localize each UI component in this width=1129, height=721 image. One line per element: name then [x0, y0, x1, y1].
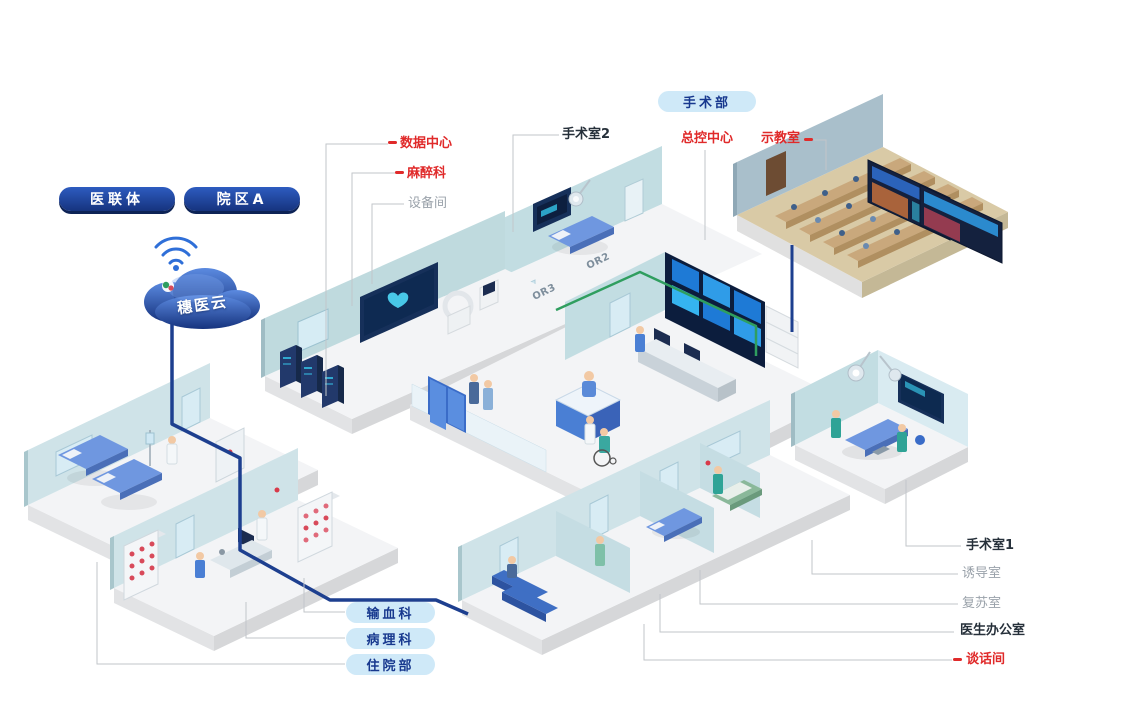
pill-pathology[interactable]: 病理科 [346, 628, 435, 649]
iv-stand [145, 430, 155, 466]
hospital-bed [92, 459, 162, 510]
label-or-room2: 手术室2 [562, 127, 611, 142]
seated-technician [195, 552, 205, 578]
badge-medical-alliance[interactable]: 医联体 [59, 187, 175, 211]
leader-or1 [905, 480, 961, 547]
server-rack [301, 355, 323, 398]
demo-room-door [766, 151, 786, 196]
leader-induction [811, 540, 958, 575]
leader-anesthesiology [351, 172, 395, 306]
leader-blood [303, 578, 345, 613]
demo-room-building [733, 94, 1008, 298]
waiting-bench [492, 556, 558, 622]
c-arm-machine [442, 290, 474, 335]
server-rack [280, 345, 302, 388]
badge-campus-a[interactable]: 院区A [184, 187, 300, 211]
leader-pathology [245, 602, 345, 639]
reception-desk [554, 371, 622, 442]
or1-building [791, 350, 968, 504]
control-room [565, 252, 799, 402]
label-talk-room: 谈话间 [966, 652, 1006, 667]
or1-screen [898, 372, 944, 424]
standing-visitors [469, 374, 493, 410]
leader-doctor-office [659, 594, 954, 633]
label-or-room1: 手术室1 [966, 538, 1015, 553]
label-doctor-office: 医生办公室 [960, 623, 1026, 638]
network-backbone [170, 245, 794, 616]
nurse-figure [595, 536, 605, 566]
operating-bed [548, 216, 614, 255]
label-equipment-room: 设备间 [408, 196, 448, 211]
partition-wall [556, 511, 630, 593]
pill-blood-transfusion[interactable]: 输血科 [346, 602, 435, 623]
window [297, 308, 329, 353]
green-link [555, 270, 758, 356]
label-demo-room: 示教室 [761, 131, 801, 146]
anesthesia-screen [360, 262, 438, 343]
monitor-cart [479, 279, 499, 311]
pill-surgery-dept[interactable]: 手术部 [658, 91, 756, 112]
surgical-light [847, 351, 902, 382]
leader-recovery [699, 570, 958, 605]
cloud-icon[interactable] [144, 268, 260, 329]
or-monitor [533, 187, 571, 232]
control-console [635, 326, 736, 402]
operating-table [842, 419, 908, 460]
blood-bag-shelf [123, 529, 166, 601]
recovery-band-building [458, 400, 850, 655]
label-data-center: 数据中心 [400, 136, 453, 151]
leader-demo-room [814, 139, 827, 170]
server-rack [322, 365, 344, 408]
leader-inpatient [96, 562, 345, 665]
wifi-icon [154, 236, 198, 271]
nurse-figure [166, 436, 178, 465]
lab-desk [210, 528, 272, 578]
wheelchair-patient [584, 416, 617, 467]
storage-lockers [765, 305, 799, 369]
video-wall [665, 252, 765, 368]
label-induction-room: 诱导室 [962, 566, 1002, 581]
leader-talk-room [643, 624, 952, 661]
pill-inpatient[interactable]: 住院部 [346, 654, 435, 675]
label-recovery-room: 复苏室 [962, 596, 1002, 611]
label-master-control: 总控中心 [681, 131, 734, 146]
exam-table [712, 466, 762, 511]
surgeon-figure [831, 410, 925, 452]
medicine-shelf [297, 491, 340, 563]
recovery-bed [646, 508, 702, 542]
label-anesthesiology: 麻醉科 [407, 166, 447, 181]
leader-data-center [325, 143, 388, 396]
surgical-light [568, 179, 591, 207]
entrance-double-door [428, 376, 466, 433]
leader-equipment-room [371, 203, 404, 284]
lab-ward-lower [110, 448, 398, 651]
red-dashes [388, 138, 962, 661]
courtyard-props [411, 371, 622, 473]
demo-room-screen-2 [919, 184, 1003, 264]
leader-lines [96, 134, 961, 665]
standing-technician [256, 510, 268, 541]
leader-or2 [512, 134, 559, 232]
